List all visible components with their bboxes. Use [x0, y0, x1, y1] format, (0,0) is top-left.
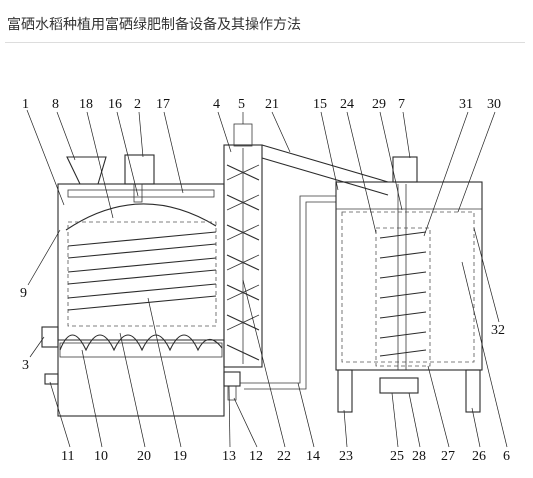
callout-10: 10: [94, 449, 108, 464]
connecting-pipe-inner: [244, 201, 336, 390]
callout-32: 32: [491, 323, 505, 338]
inclined-screens: [67, 221, 217, 327]
conveying-chute: [261, 144, 389, 196]
callout-30: 30: [487, 97, 501, 112]
bottom-screw-conveyor: [59, 334, 223, 358]
callout-22: 22: [277, 449, 291, 464]
page-title: 富硒水稻种植用富硒绿肥制备设备及其操作方法: [7, 17, 301, 33]
callout-4: 4: [213, 97, 220, 112]
left-tank: [57, 183, 225, 417]
callout-13: 13: [222, 449, 236, 464]
leg-23: [337, 369, 353, 413]
bottom-outlet: [379, 377, 419, 394]
callout-8: 8: [52, 97, 59, 112]
leg-26: [465, 369, 481, 413]
callout-7: 7: [398, 97, 405, 112]
motor-box-13: [223, 371, 241, 387]
page-header: 富硒水稻种植用富硒绿肥制备设备及其操作方法: [0, 0, 533, 44]
spray-bar: [67, 183, 215, 203]
callout-9: 9: [20, 286, 27, 301]
callout-28: 28: [412, 449, 426, 464]
header-divider: [5, 42, 525, 43]
discharge-tube-3: [41, 326, 59, 348]
callout-1: 1: [22, 97, 29, 112]
callout-27: 27: [441, 449, 455, 464]
leader-lines: [26, 109, 508, 448]
callout-26: 26: [472, 449, 486, 464]
callout-29: 29: [372, 97, 386, 112]
pump-pipe-12: [227, 386, 237, 401]
feed-port-7: [392, 156, 418, 183]
callout-31: 31: [459, 97, 473, 112]
callout-5: 5: [238, 97, 245, 112]
callout-16: 16: [108, 97, 122, 112]
right-tank: [335, 181, 483, 371]
callout-24: 24: [340, 97, 354, 112]
feed-hopper-2: [124, 154, 155, 185]
fermentation-screw: [375, 184, 431, 370]
callout-14: 14: [306, 449, 320, 464]
callout-3: 3: [22, 358, 29, 373]
callout-2: 2: [134, 97, 141, 112]
callout-23: 23: [339, 449, 353, 464]
callout-25: 25: [390, 449, 404, 464]
callout-labels: 1 8 18 16 2 17 4 5 21 15 24 29 7 31 30 9…: [20, 97, 510, 464]
lift-conveyor: [223, 123, 263, 368]
feed-hopper-8: [66, 156, 107, 185]
callout-19: 19: [173, 449, 187, 464]
callout-11: 11: [61, 449, 74, 464]
callout-6: 6: [503, 449, 510, 464]
dome-screen: [65, 203, 217, 231]
callout-20: 20: [137, 449, 151, 464]
callout-18: 18: [79, 97, 93, 112]
callout-17: 17: [156, 97, 170, 112]
callout-21: 21: [265, 97, 279, 112]
connecting-pipe: [240, 195, 336, 384]
callout-12: 12: [249, 449, 263, 464]
callout-15: 15: [313, 97, 327, 112]
drain-valve-11: [44, 373, 59, 385]
